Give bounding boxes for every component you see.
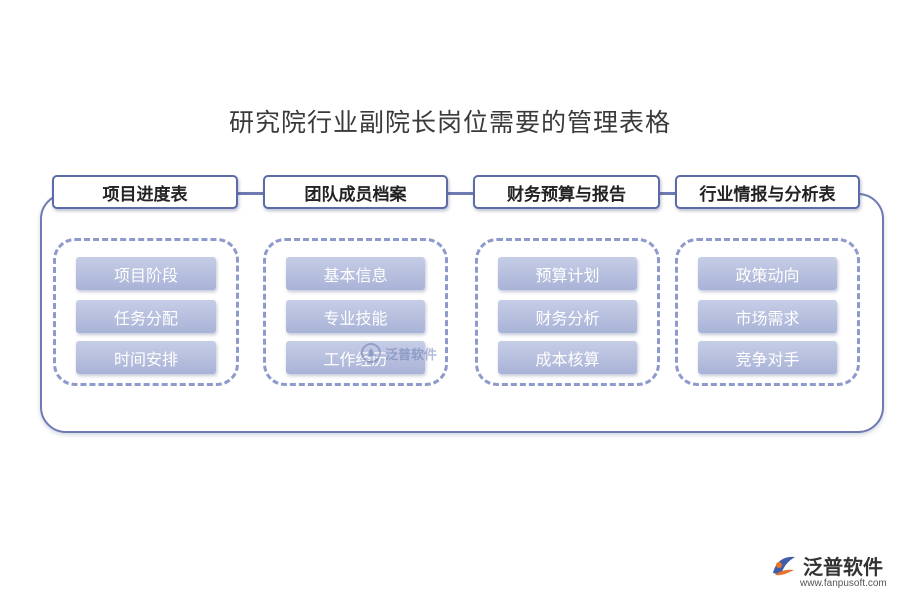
category-header-project-schedule: 项目进度表 <box>52 175 238 209</box>
category-group-project-schedule: 项目阶段 任务分配 时间安排 <box>53 238 239 386</box>
item-policy-trends: 政策动向 <box>698 257 837 290</box>
diagram-title: 研究院行业副院长岗位需要的管理表格 <box>228 108 671 137</box>
item-cost-accounting: 成本核算 <box>498 341 637 374</box>
item-budget-plan: 预算计划 <box>498 257 637 290</box>
fanpu-logo-icon <box>773 556 795 575</box>
item-work-experience: 工作经历 <box>286 341 425 374</box>
item-market-demand: 市场需求 <box>698 300 837 333</box>
category-header-finance-budget: 财务预算与报告 <box>473 175 660 209</box>
watermark: 泛普软件 <box>360 342 437 364</box>
category-group-finance-budget: 预算计划 财务分析 成本核算 <box>475 238 660 386</box>
connector-line <box>236 192 676 194</box>
item-basic-info: 基本信息 <box>286 257 425 290</box>
watermark-logo-icon <box>361 343 381 363</box>
item-task-assignment: 任务分配 <box>76 300 216 333</box>
item-professional-skills: 专业技能 <box>286 300 425 333</box>
category-header-industry-intel: 行业情报与分析表 <box>675 175 860 209</box>
item-project-phase: 项目阶段 <box>76 257 216 290</box>
category-group-team-profiles: 基本信息 专业技能 工作经历 <box>263 238 448 386</box>
item-financial-analysis: 财务分析 <box>498 300 637 333</box>
item-competitors: 竞争对手 <box>698 341 837 374</box>
item-time-schedule: 时间安排 <box>76 341 216 374</box>
category-group-industry-intel: 政策动向 市场需求 竞争对手 <box>675 238 860 386</box>
watermark-text: 泛普软件 <box>385 347 438 363</box>
brand-logo: 泛普软件 <box>770 551 883 580</box>
logo-name: 泛普软件 <box>803 555 883 579</box>
logo-url: www.fanpusoft.com <box>800 578 887 589</box>
category-header-team-profiles: 团队成员档案 <box>263 175 448 209</box>
